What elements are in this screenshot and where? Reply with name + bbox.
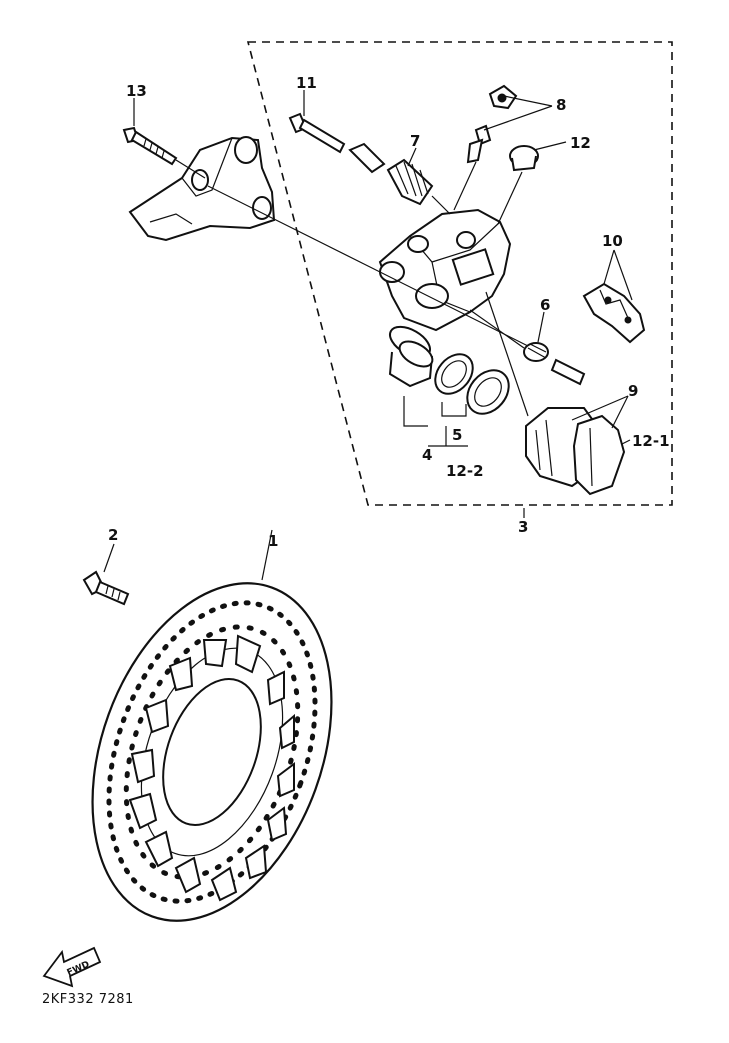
bleed-screw xyxy=(466,124,492,164)
callout-6: 6 xyxy=(540,296,550,314)
callout-8: 8 xyxy=(556,96,566,114)
slide-pin-sleeve xyxy=(348,142,386,174)
lower-slide-pin xyxy=(523,342,586,386)
forward-arrow-icon: FWD xyxy=(42,946,102,988)
callout-3: 3 xyxy=(518,518,528,536)
pad-axis-line xyxy=(485,291,529,417)
piston-seal xyxy=(434,353,474,395)
callout-1: 1 xyxy=(268,532,278,550)
disc-bolt xyxy=(82,570,130,606)
callout-11: 11 xyxy=(296,74,317,92)
bleed-axis-line xyxy=(453,161,477,211)
bleed-screw-cap xyxy=(488,84,518,110)
callout-12-1: 12-1 xyxy=(632,432,670,450)
bolt-axis-line xyxy=(207,185,529,347)
caliper-assembly-outline xyxy=(246,41,673,506)
brake-pad-outer xyxy=(572,414,626,496)
callout-9: 9 xyxy=(628,382,638,400)
diagram-code: 2KF332 7281 xyxy=(42,992,134,1007)
callout-10: 10 xyxy=(602,232,623,250)
callout-2: 2 xyxy=(108,526,118,544)
caliper-bracket xyxy=(128,136,276,242)
dust-boot xyxy=(386,158,434,206)
plug-axis-line xyxy=(497,171,523,225)
pad-spring xyxy=(582,282,646,344)
leader-13-axis xyxy=(175,159,206,179)
callout-12-2: 12-2 xyxy=(446,462,484,480)
lower-pin-axis xyxy=(469,309,525,349)
caliper-piston xyxy=(388,325,434,388)
caliper-plug xyxy=(509,145,539,172)
callout-4: 4 xyxy=(422,446,432,464)
bracket-bolt xyxy=(122,126,178,166)
callout-5: 5 xyxy=(452,426,462,444)
caliper-body xyxy=(378,208,512,332)
callout-12: 12 xyxy=(570,134,591,152)
brake-disc xyxy=(91,582,333,922)
pin-axis-line xyxy=(431,195,451,215)
slide-pin-bolt xyxy=(288,112,346,154)
callout-13: 13 xyxy=(126,82,147,100)
leader-lines xyxy=(103,90,633,581)
callout-7: 7 xyxy=(410,132,420,150)
dust-seal xyxy=(466,369,510,415)
